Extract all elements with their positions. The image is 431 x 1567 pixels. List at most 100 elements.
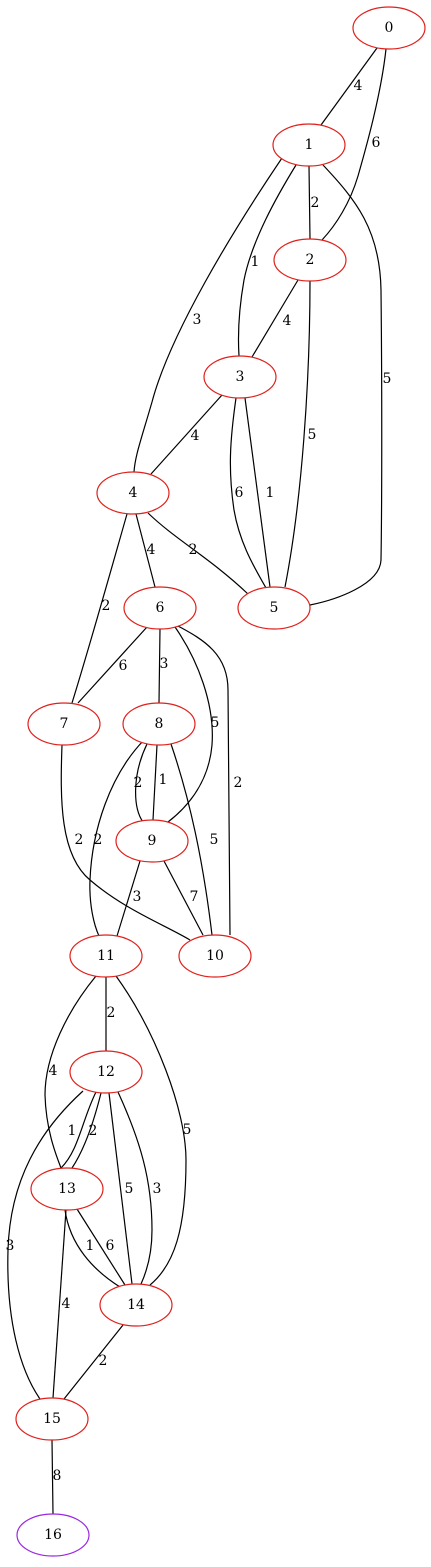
edge-weight-4-6: 4 [147,542,156,558]
edge-weight-7-10: 2 [75,832,84,848]
edge-8-9 [152,744,158,821]
edge-weight-11-14: 5 [183,1122,192,1138]
edge-15-16 [51,1439,54,1515]
edge-12-14 [117,1091,153,1285]
edge-0-1 [320,47,378,126]
node-4-ellipse [96,471,170,515]
node-7-ellipse [27,702,101,746]
edge-weight-2-3: 4 [283,313,292,329]
node-2-label: 2 [306,252,315,268]
node-5[interactable]: 5 [237,586,311,630]
edge-weight-13-14: 1 [86,1238,95,1254]
edge-6-7 [77,626,148,704]
edge-12-13 [60,1091,97,1169]
node-1-ellipse [272,123,346,167]
node-16-label: 16 [44,1527,62,1543]
edge-1-3 [237,164,297,357]
edge-14-15 [63,1324,124,1400]
node-0-label: 0 [385,20,394,36]
edges-layer [7,47,387,1515]
node-13-ellipse [30,1167,104,1211]
edge-3-5 [229,397,267,589]
node-15-label: 15 [43,1411,61,1427]
edge-4-5 [147,512,249,595]
edge-weight-9-10: 7 [190,889,199,905]
edge-8-11 [89,739,145,937]
node-15[interactable]: 15 [15,1397,89,1441]
node-8[interactable]: 8 [122,702,196,746]
edge-weight-3-4: 4 [191,428,200,444]
node-8-label: 8 [155,716,164,732]
edge-weight-15-16: 8 [53,1468,62,1484]
node-13[interactable]: 13 [30,1167,104,1211]
node-3[interactable]: 3 [203,355,277,399]
node-4-label: 4 [129,485,138,501]
node-9-label: 9 [148,833,157,849]
node-2-ellipse [273,238,347,282]
node-11-ellipse [69,934,143,978]
node-14-ellipse [99,1283,173,1327]
edge-weight-2-5: 5 [308,427,317,443]
edge-2-3 [251,279,299,358]
node-12-label: 12 [97,1064,115,1080]
node-4[interactable]: 4 [96,471,170,515]
node-6[interactable]: 6 [123,586,197,630]
edge-weight-4-7: 2 [102,598,111,614]
edge-weight-11-13: 4 [49,1063,58,1079]
edge-weight-8-11: 2 [94,832,103,848]
edge-weight-9-11: 3 [133,889,142,905]
edge-weight-14-15: 2 [99,1353,108,1369]
node-6-label: 6 [156,600,165,616]
edge-weight-8-9: 1 [159,772,168,788]
edge-weight-13-15: 4 [62,1296,71,1312]
node-10-label: 10 [206,948,224,964]
node-2[interactable]: 2 [273,238,347,282]
edge-weight-8-9: 2 [134,775,143,791]
edge-weight-12-13: 2 [89,1123,98,1139]
node-0[interactable]: 0 [352,6,426,50]
node-3-ellipse [203,355,277,399]
edge-13-14 [76,1208,126,1286]
edge-weight-13-14: 6 [106,1238,115,1254]
edge-weight-1-3: 1 [251,254,260,270]
edge-0-2 [321,48,387,241]
node-10-ellipse [178,934,252,978]
node-7[interactable]: 7 [27,702,101,746]
edge-weight-8-10: 5 [210,832,219,848]
edge-6-8 [158,628,161,704]
node-13-label: 13 [58,1181,76,1197]
node-11[interactable]: 11 [69,934,143,978]
node-12-ellipse [69,1050,143,1094]
node-12[interactable]: 12 [69,1050,143,1094]
edge-13-14 [64,1209,121,1288]
edge-weight-1-2: 2 [311,195,320,211]
node-5-ellipse [237,586,311,630]
node-16[interactable]: 16 [16,1513,90,1557]
node-1[interactable]: 1 [272,123,346,167]
node-6-ellipse [123,586,197,630]
edge-weight-1-4: 3 [193,312,202,328]
edge-12-13 [71,1092,102,1169]
edge-1-5 [309,164,383,606]
node-10[interactable]: 10 [178,934,252,978]
edge-1-2 [308,165,311,240]
edge-weight-6-7: 6 [119,658,128,674]
edge-13-15 [52,1209,67,1399]
node-9[interactable]: 9 [115,819,189,863]
edge-2-5 [284,280,311,588]
edge-6-10 [175,624,231,936]
edge-weight-12-13: 1 [68,1123,77,1139]
edge-4-7 [71,513,128,704]
edge-weight-1-5: 5 [383,371,392,387]
node-15-ellipse [15,1397,89,1441]
edge-12-14 [108,1092,133,1285]
edge-weight-3-5: 6 [235,485,244,501]
edge-weight-12-15: 3 [6,1238,15,1254]
node-14[interactable]: 14 [99,1283,173,1327]
edge-8-10 [170,743,213,936]
edge-9-10 [163,860,204,936]
node-8-ellipse [122,702,196,746]
